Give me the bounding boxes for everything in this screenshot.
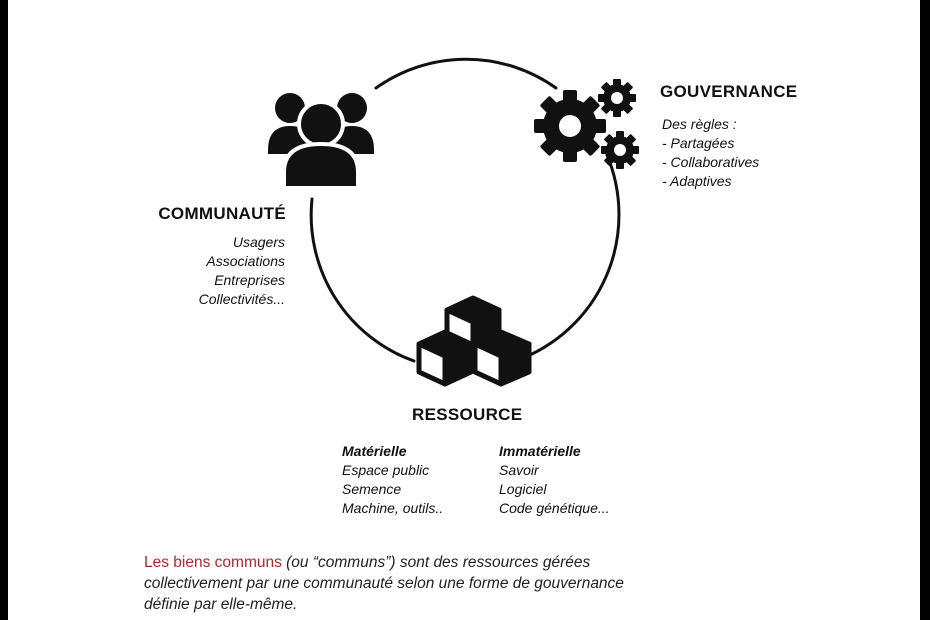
caption-line-3: définie par elle-même. [144, 596, 298, 613]
gouvernance-title: GOUVERNANCE [660, 82, 798, 101]
ressource-title: RESSOURCE [412, 405, 523, 424]
communaute-list: Usagers Associations Entreprises Collect… [88, 233, 285, 309]
ring-arc-left [309, 197, 416, 363]
list-item: - Adaptives [662, 173, 732, 189]
definition-caption: Les biens communs (ou “communs”) sont de… [144, 552, 844, 615]
caption-line-2: collectivement par une communauté selon … [144, 575, 624, 592]
list-item: Associations [206, 253, 285, 269]
list-item: Usagers [232, 234, 285, 250]
materielle-title: Matérielle [342, 443, 407, 459]
list-item: Collectivités... [198, 291, 285, 307]
cubes-icon [413, 290, 535, 390]
list-item: Semence [342, 481, 402, 497]
list-item: Machine, outils.. [342, 500, 444, 516]
ressource-materielle: Matérielle Espace public Semence Machine… [342, 442, 443, 518]
list-item: Entreprises [214, 272, 285, 288]
cycle-ring [309, 57, 621, 363]
ring-arc-right [516, 153, 621, 362]
list-item: Logiciel [499, 481, 547, 497]
page: GOUVERNANCE Des règles : - Partagées - C… [8, 0, 920, 620]
list-item: Code génétique... [499, 500, 610, 516]
caption-line-1: Les biens communs (ou “communs”) sont de… [144, 552, 844, 573]
immaterielle-title: Immatérielle [499, 443, 581, 459]
list-item: - Collaboratives [662, 154, 760, 170]
gears-icon [534, 76, 640, 176]
ring-arc-top [374, 57, 558, 90]
list-item: Des règles : [662, 116, 737, 132]
communaute-title: COMMUNAUTÉ [158, 204, 286, 223]
list-item: - Partagées [662, 135, 735, 151]
list-item: Savoir [499, 462, 539, 478]
people-group-icon [266, 88, 376, 190]
caption-line-1-rest: (ou “communs”) sont des ressources gérée… [281, 554, 591, 571]
gouvernance-list: Des règles : - Partagées - Collaborative… [662, 115, 759, 191]
caption-highlight: Les biens communs [144, 554, 282, 571]
ressource-immaterielle: Immatérielle Savoir Logiciel Code généti… [499, 442, 610, 518]
list-item: Espace public [342, 462, 430, 478]
